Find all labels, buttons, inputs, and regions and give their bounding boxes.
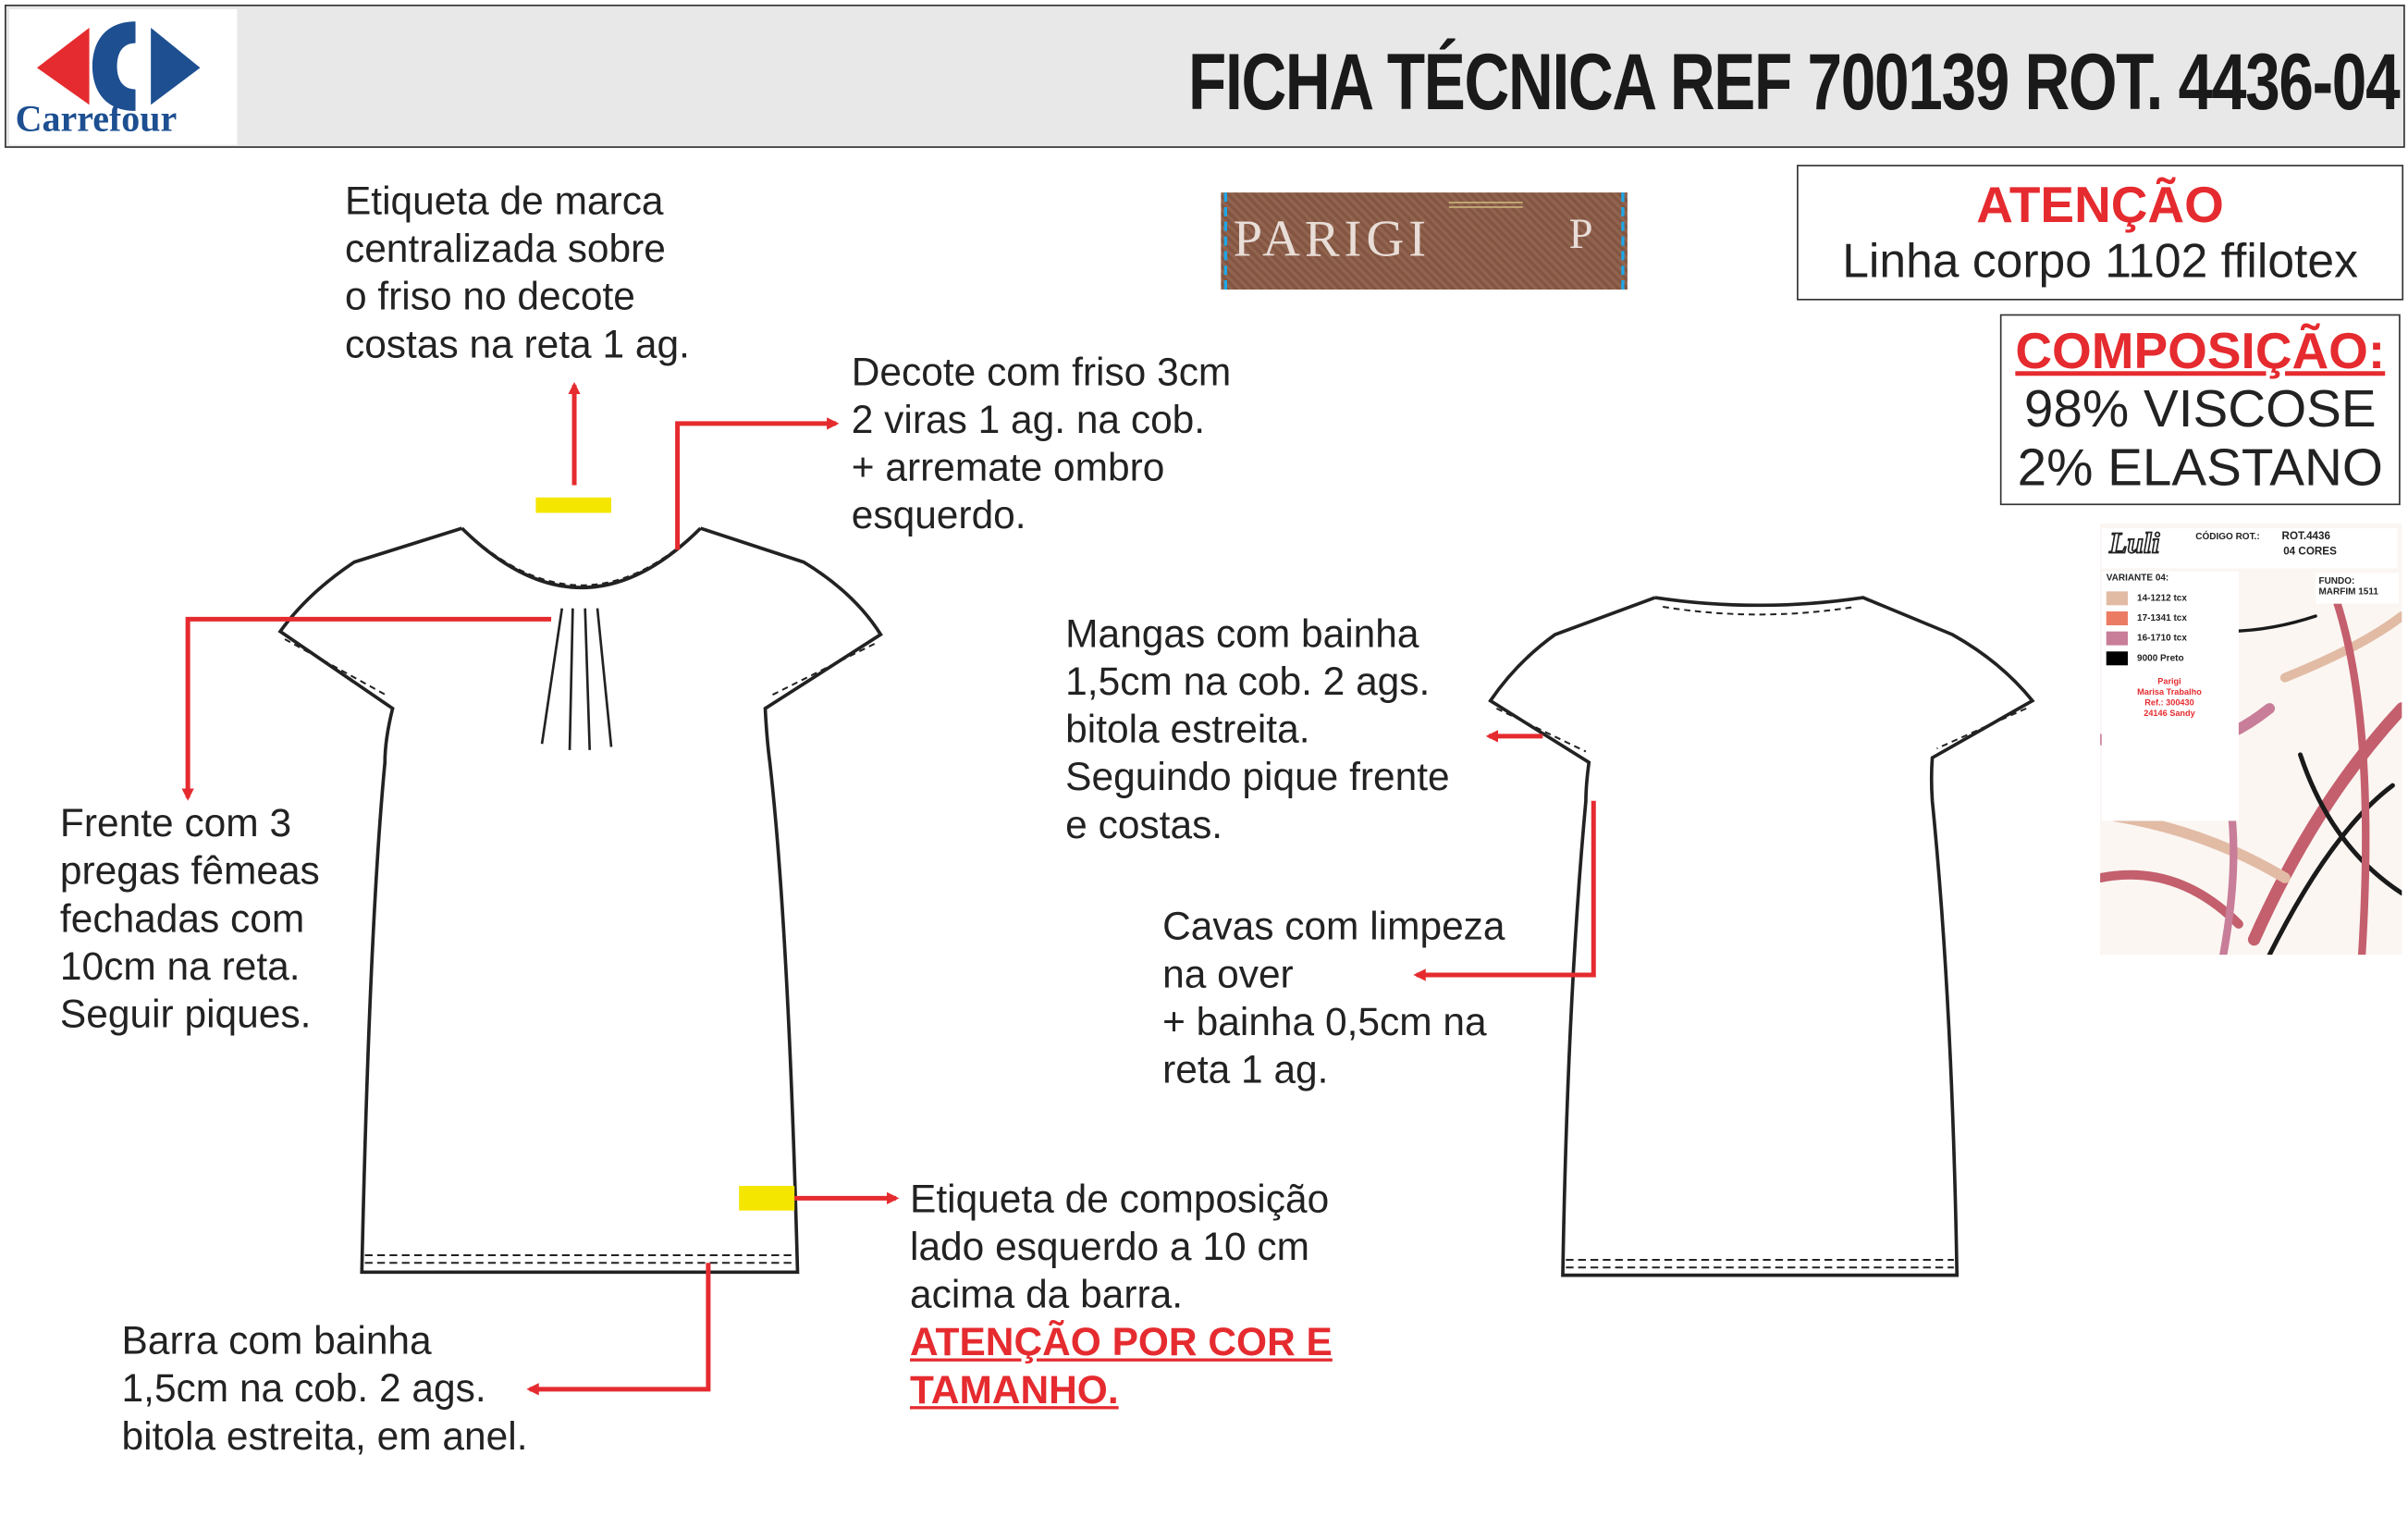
luli-logo: Luli [2108, 527, 2160, 561]
footer-line: Parigi [2157, 677, 2181, 687]
color-chip-row: 14-1212 tcx [2106, 588, 2187, 609]
color-code: 9000 Preto [2137, 653, 2184, 663]
swatch-footer: Parigi Marisa Trabalho Ref.: 300430 2414… [2100, 678, 2239, 722]
note-armholes: Cavas com limpeza na over + bainha 0,5cm… [1162, 906, 1505, 1092]
label-size: P [1568, 211, 1593, 259]
composition-line: 98% VISCOSE [2023, 380, 2377, 439]
color-code: 17-1341 tcx [2137, 613, 2187, 623]
arrow-front [181, 616, 552, 801]
fundo-label: FUNDO: [2318, 577, 2355, 587]
code-label: CÓDIGO ROT.: [2195, 533, 2260, 543]
label-brand: PARIGI [1233, 211, 1431, 268]
logo-text: Carrefour [15, 100, 178, 141]
note-front: Frente com 3 pregas fêmeas fechadas com … [59, 802, 320, 1037]
label-emblem-icon [1448, 202, 1523, 282]
note-hem: Barra com bainha 1,5cm na cob. 2 ags. bi… [121, 1319, 528, 1459]
front-view-garment [277, 526, 883, 1275]
arrow-neckline [675, 417, 840, 550]
brand-label-marker [535, 497, 612, 513]
note-sleeves: Mangas com bainha 1,5cm na cob. 2 ags. b… [1065, 612, 1450, 847]
color-chip-row: 16-1710 tcx [2106, 628, 2187, 648]
brand-label-photo: PARIGI P [1221, 192, 1628, 290]
fundo-value: MARFIM 1511 [2318, 588, 2378, 598]
color-code: 16-1710 tcx [2137, 634, 2187, 644]
composition-line: 2% ELASTANO [2017, 438, 2383, 498]
arrow-hem [526, 1263, 711, 1396]
composition-title: COMPOSIÇÃO: [2015, 321, 2386, 379]
color-list: 14-1212 tcx 17-1341 tcx 16-1710 tcx 9000… [2106, 588, 2187, 669]
footer-line: 24146 Sandy [2144, 709, 2195, 720]
carrefour-mark-icon [36, 21, 201, 111]
page-title: FICHA TÉCNICA REF 700139 ROT. 4436-04 [1187, 38, 2401, 129]
carrefour-logo: Carrefour [8, 8, 238, 145]
note-neckline: Decote com friso 3cm 2 viras 1 ag. na co… [851, 351, 1232, 538]
color-chip-row: 17-1341 tcx [2106, 609, 2187, 629]
attention-text: Linha corpo 1102 ffilotex [1842, 234, 2358, 289]
composition-label-marker [739, 1186, 795, 1211]
color-code: 14-1212 tcx [2137, 593, 2187, 603]
color-count: 04 CORES [2283, 547, 2337, 558]
color-chip-row: 9000 Preto [2106, 648, 2187, 669]
composition-box: COMPOSIÇÃO: 98% VISCOSE 2% ELASTANO [1999, 314, 2401, 506]
note-composition-warning: ATENÇÃO POR COR E TAMANHO. [910, 1321, 1333, 1412]
header-bar [4, 4, 2405, 148]
variant-label: VARIANTE 04: [2106, 574, 2169, 585]
back-view-garment [1488, 596, 2035, 1277]
attention-box: ATENÇÃO Linha corpo 1102 ffilotex [1797, 165, 2404, 301]
footer-line: Marisa Trabalho [2137, 688, 2202, 698]
note-brand-label: Etiqueta de marca centralizada sobre o f… [344, 179, 690, 367]
fabric-swatch-card: Luli CÓDIGO ROT.: ROT.4436 04 CORES VARI… [2100, 524, 2402, 956]
arrow-armholes [1413, 800, 1596, 981]
note-composition-label: Etiqueta de composição lado esquerdo a 1… [910, 1178, 1330, 1317]
rot-code: ROT.4436 [2281, 531, 2331, 543]
footer-line: Ref.: 300430 [2144, 698, 2194, 709]
attention-title: ATENÇÃO [1976, 175, 2224, 233]
